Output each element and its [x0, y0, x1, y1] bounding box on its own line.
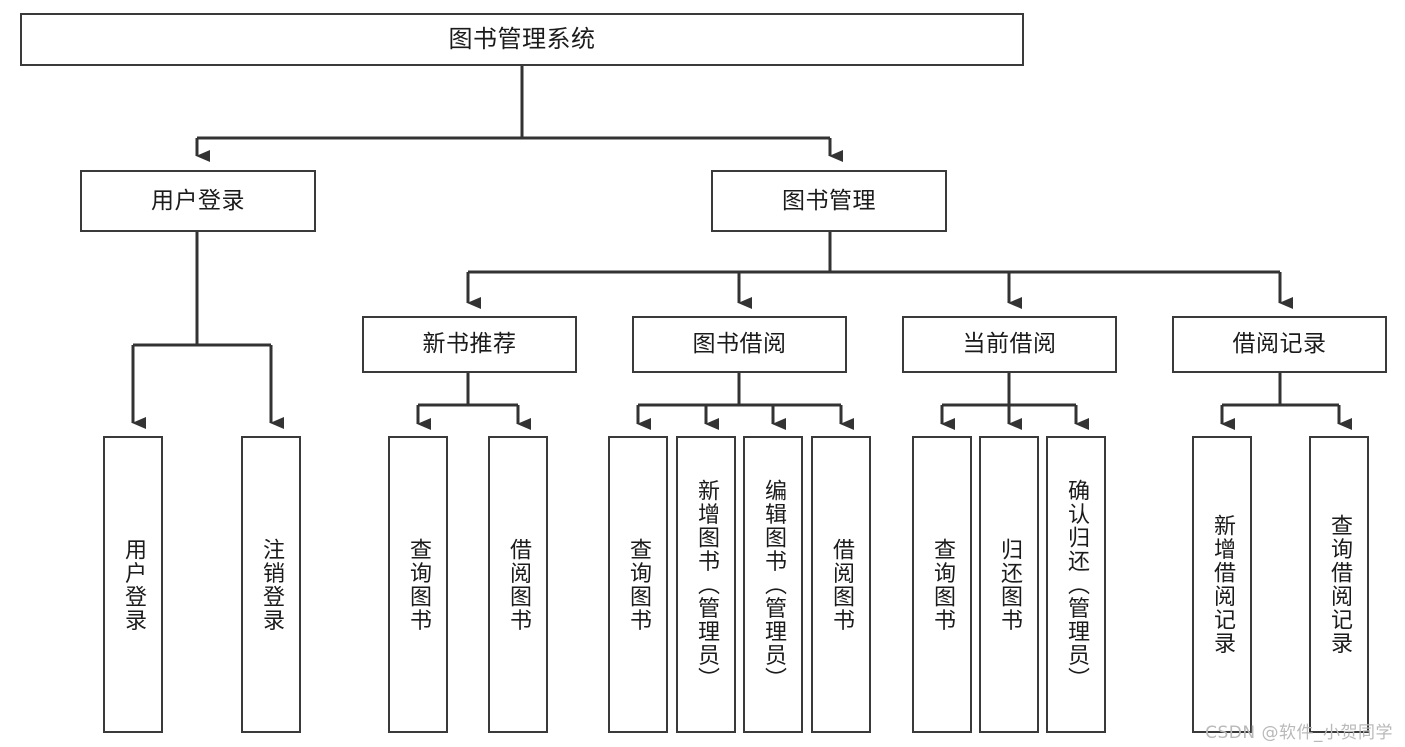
node-leaf-confirm-return-label: 确认归还（管理员）	[1064, 478, 1089, 691]
node-user-login-label: 用户登录	[151, 187, 245, 214]
node-leaf-query-book-2-label: 查询图书	[626, 537, 651, 632]
node-book-borrow-label: 图书借阅	[692, 331, 787, 358]
node-current-borrow-label: 当前借阅	[962, 331, 1057, 358]
node-root-system-label: 图书管理系统	[448, 24, 596, 53]
node-book-borrow[interactable]: 图书借阅	[632, 316, 847, 373]
node-leaf-borrow-book-1-label: 借阅图书	[506, 537, 531, 632]
node-leaf-add-book-label: 新增图书（管理员）	[694, 478, 719, 691]
node-leaf-add-record[interactable]: 新增借阅记录	[1192, 436, 1252, 733]
node-borrow-record[interactable]: 借阅记录	[1172, 316, 1387, 373]
node-leaf-query-book-1[interactable]: 查询图书	[388, 436, 448, 733]
node-leaf-logout[interactable]: 注销登录	[241, 436, 301, 733]
node-leaf-edit-book[interactable]: 编辑图书（管理员）	[743, 436, 803, 733]
node-leaf-return-book-label: 归还图书	[997, 537, 1022, 632]
node-leaf-return-book[interactable]: 归还图书	[979, 436, 1039, 733]
node-leaf-borrow-book-2-label: 借阅图书	[829, 537, 854, 632]
node-leaf-user-login-label: 用户登录	[121, 537, 146, 632]
node-leaf-borrow-book-2[interactable]: 借阅图书	[811, 436, 871, 733]
node-borrow-record-label: 借阅记录	[1232, 331, 1327, 358]
node-leaf-query-book-2[interactable]: 查询图书	[608, 436, 668, 733]
node-user-login[interactable]: 用户登录	[80, 170, 316, 232]
node-root-system[interactable]: 图书管理系统	[20, 13, 1024, 66]
node-leaf-logout-label: 注销登录	[259, 537, 284, 632]
node-leaf-add-record-label: 新增借阅记录	[1210, 514, 1235, 655]
node-book-manage-label: 图书管理	[782, 187, 876, 214]
node-new-book-recommend-label: 新书推荐	[422, 331, 517, 358]
node-leaf-add-book[interactable]: 新增图书（管理员）	[676, 436, 736, 733]
watermark-text: CSDN @软件_小贺同学	[1205, 723, 1393, 743]
node-leaf-confirm-return[interactable]: 确认归还（管理员）	[1046, 436, 1106, 733]
node-new-book-recommend[interactable]: 新书推荐	[362, 316, 577, 373]
node-leaf-query-book-1-label: 查询图书	[406, 537, 431, 632]
node-leaf-query-record-label: 查询借阅记录	[1327, 514, 1352, 655]
node-current-borrow[interactable]: 当前借阅	[902, 316, 1117, 373]
node-leaf-query-record[interactable]: 查询借阅记录	[1309, 436, 1369, 733]
node-leaf-query-book-3[interactable]: 查询图书	[912, 436, 972, 733]
node-leaf-edit-book-label: 编辑图书（管理员）	[761, 478, 786, 691]
node-leaf-user-login[interactable]: 用户登录	[103, 436, 163, 733]
node-leaf-borrow-book-1[interactable]: 借阅图书	[488, 436, 548, 733]
node-book-manage[interactable]: 图书管理	[711, 170, 947, 232]
node-leaf-query-book-3-label: 查询图书	[930, 537, 955, 632]
